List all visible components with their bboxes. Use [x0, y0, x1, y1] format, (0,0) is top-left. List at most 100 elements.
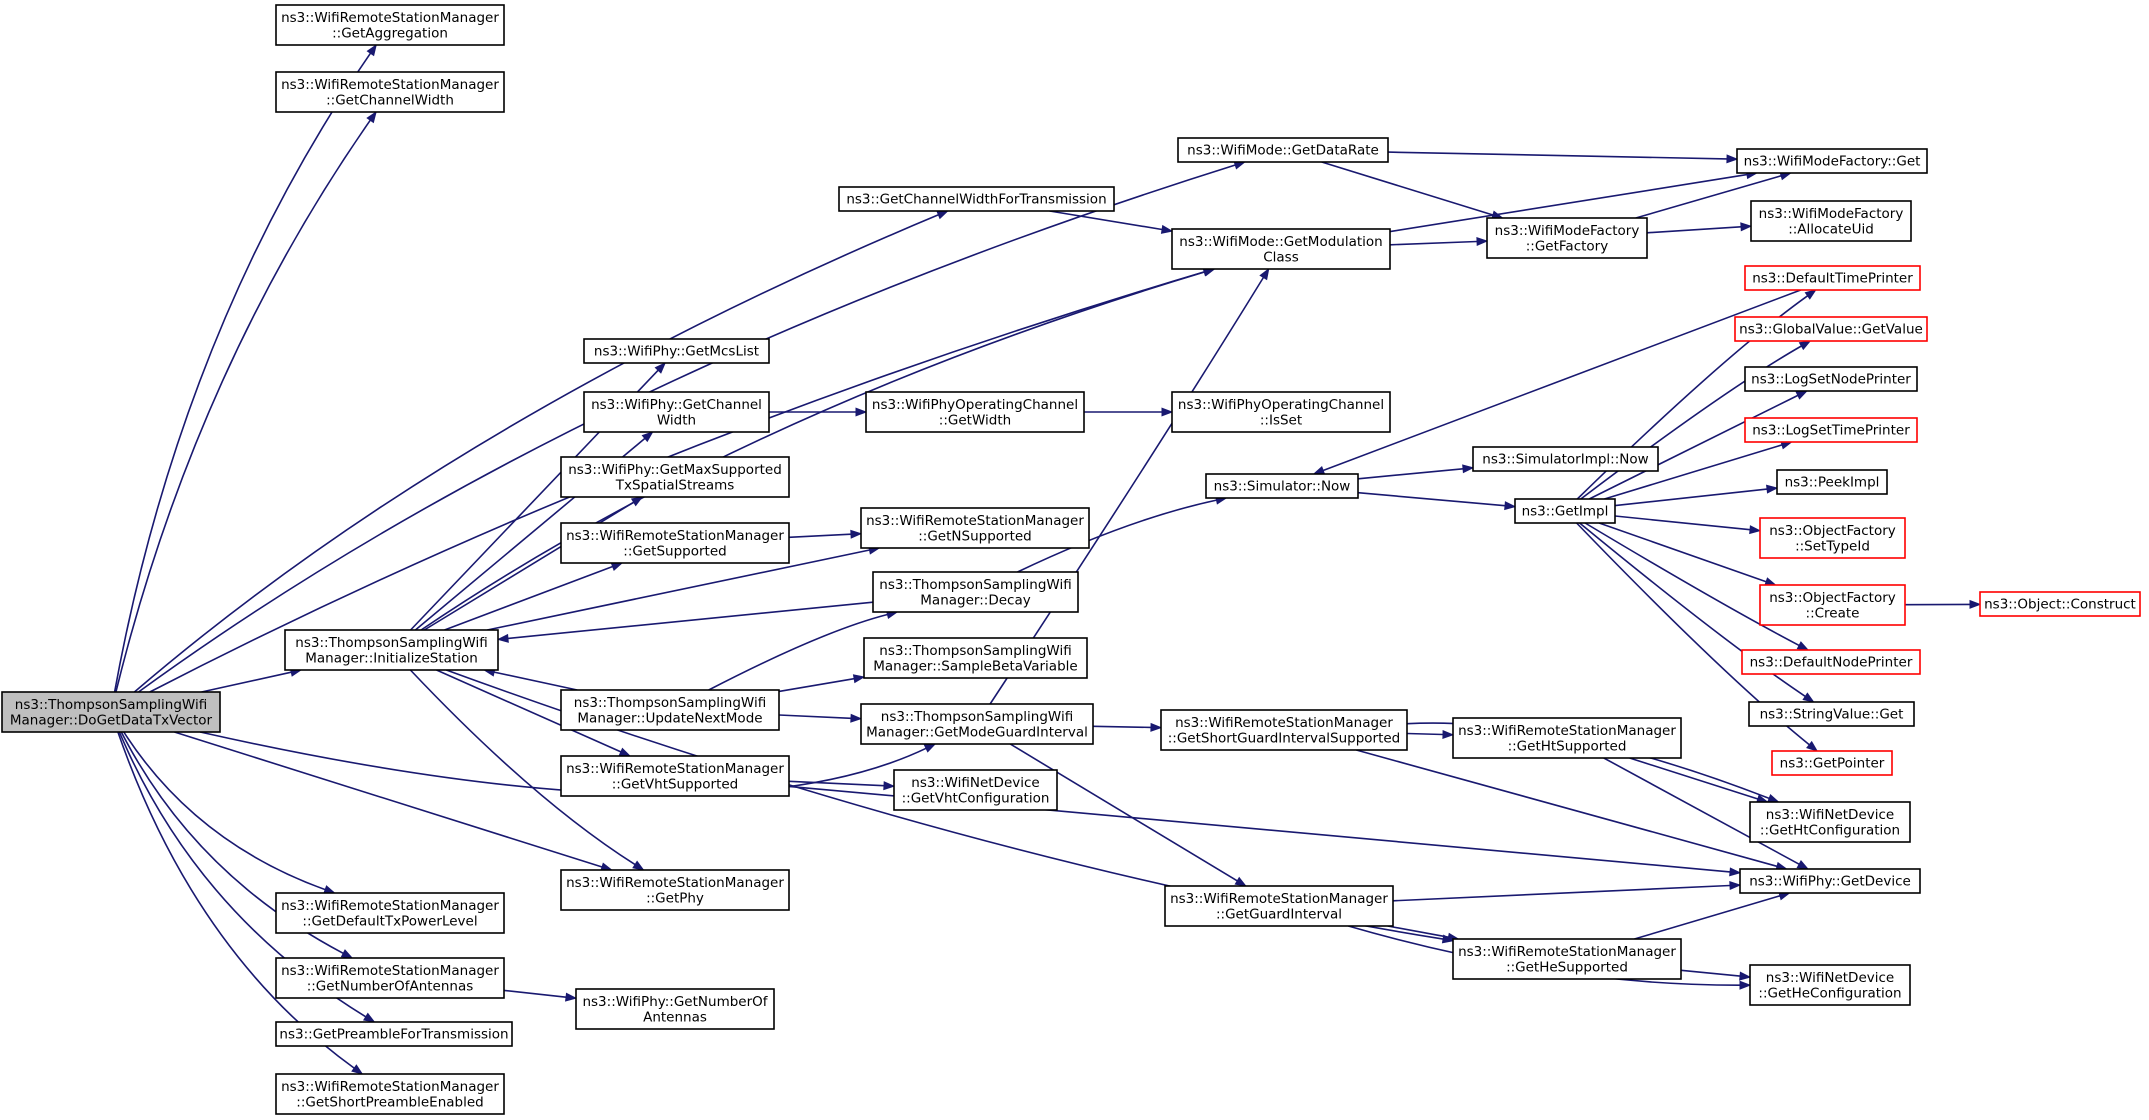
- node-box: [1472, 446, 1659, 472]
- edge-line: [1635, 175, 1782, 219]
- node-getPointer[interactable]: ns3::GetPointer: [1771, 750, 1893, 776]
- node-getAggregation[interactable]: ns3::WifiRemoteStationManager::GetAggreg…: [275, 4, 505, 46]
- node-label-line: ::GetChannelWidth: [326, 92, 454, 108]
- node-label-line: Width: [657, 412, 696, 428]
- node-label-line: ns3::Simulator::Now: [1214, 479, 1351, 495]
- edge-line: [507, 601, 874, 640]
- node-getPreambleForTx[interactable]: ns3::GetPreambleForTransmission: [275, 1021, 513, 1047]
- node-wifiPhyGetChannelWidth[interactable]: ns3::WifiPhy::GetChannelWidth: [583, 391, 770, 433]
- node-getPhy[interactable]: ns3::WifiRemoteStationManager::GetPhy: [560, 869, 790, 911]
- node-getNumberOfAntennas[interactable]: ns3::WifiRemoteStationManager::GetNumber…: [275, 957, 505, 999]
- edge-getModeGuardInterval-to-getGuardInterval: [1009, 743, 1248, 887]
- node-getHtConfiguration[interactable]: ns3::WifiNetDevice::GetHtConfiguration: [1749, 801, 1911, 843]
- node-label-line: ns3::WifiMode::GetDataRate: [1187, 143, 1379, 159]
- edge-line: [1588, 394, 1799, 500]
- node-getChannelWidthRSM[interactable]: ns3::WifiRemoteStationManager::GetChanne…: [275, 71, 505, 113]
- node-getMaxSupportedTxSS[interactable]: ns3::WifiPhy::GetMaxSupportedTxSpatialSt…: [560, 456, 790, 498]
- node-label-line: ::GetSupported: [623, 543, 726, 559]
- node-box: [1486, 217, 1648, 259]
- node-globalValueGetValue[interactable]: ns3::GlobalValue::GetValue: [1734, 316, 1928, 342]
- node-simulatorImplNow[interactable]: ns3::SimulatorImpl::Now: [1472, 446, 1659, 472]
- node-getVhtSupported[interactable]: ns3::WifiRemoteStationManager::GetVhtSup…: [560, 755, 790, 797]
- edge-line: [778, 714, 852, 720]
- edge-arrowhead: [1442, 729, 1455, 740]
- node-getSupported[interactable]: ns3::WifiRemoteStationManager::GetSuppor…: [560, 522, 790, 564]
- node-simulatorNow[interactable]: ns3::Simulator::Now: [1205, 473, 1359, 499]
- node-label-line: Class: [1263, 249, 1299, 265]
- node-objectFactoryCreate[interactable]: ns3::ObjectFactory::Create: [1759, 584, 1906, 626]
- node-label-line: ::GetDefaultTxPowerLevel: [302, 913, 477, 929]
- node-logSetTimePrinter[interactable]: ns3::LogSetTimePrinter: [1744, 417, 1918, 443]
- node-getModeGuardInterval[interactable]: ns3::ThompsonSamplingWifiManager::GetMod…: [860, 703, 1094, 745]
- node-objectConstruct[interactable]: ns3::Object::Construct: [1979, 591, 2141, 617]
- node-logSetNodePrinter[interactable]: ns3::LogSetNodePrinter: [1744, 366, 1918, 392]
- edge-updateNextMode-to-initializeStation: [482, 667, 578, 691]
- edge-simulatorNow-to-simulatorImplNow: [1357, 464, 1475, 480]
- node-box: [1749, 964, 1911, 1006]
- edge-line: [201, 671, 292, 693]
- edge-line: [1603, 757, 1800, 865]
- node-getFactory[interactable]: ns3::WifiModeFactory::GetFactory: [1486, 217, 1648, 259]
- edge-line: [444, 565, 613, 631]
- node-root[interactable]: ns3::ThompsonSamplingWifiManager::DoGetD…: [1, 691, 221, 733]
- node-box: [583, 391, 770, 433]
- node-wifiPhyGetNumberOfAntennas[interactable]: ns3::WifiPhy::GetNumberOfAntennas: [575, 988, 775, 1030]
- node-label-line: ns3::WifiPhy::GetMcsList: [594, 344, 759, 360]
- node-getGuardInterval[interactable]: ns3::WifiRemoteStationManager::GetGuardI…: [1164, 885, 1394, 927]
- node-defaultNodePrinter[interactable]: ns3::DefaultNodePrinter: [1741, 649, 1921, 675]
- node-peekImpl[interactable]: ns3::PeekImpl: [1776, 469, 1888, 495]
- node-defaultTimePrinter[interactable]: ns3::DefaultTimePrinter: [1744, 265, 1921, 291]
- node-getMcsList[interactable]: ns3::WifiPhy::GetMcsList: [583, 338, 770, 364]
- node-label-line: ::GetPhy: [646, 890, 704, 906]
- node-label-line: ::GetHtConfiguration: [1760, 822, 1900, 838]
- node-getHeConfiguration[interactable]: ns3::WifiNetDevice::GetHeConfiguration: [1749, 964, 1911, 1006]
- node-getNSupported[interactable]: ns3::WifiRemoteStationManager::GetNSuppo…: [860, 507, 1090, 549]
- node-initializeStation[interactable]: ns3::ThompsonSamplingWifiManager::Initia…: [284, 629, 499, 671]
- node-stringValueGet[interactable]: ns3::StringValue::Get: [1748, 701, 1915, 727]
- edge-line: [133, 214, 939, 693]
- node-box: [560, 522, 790, 564]
- node-label-line: ns3::WifiNetDevice: [1766, 807, 1894, 823]
- node-getHtSupported[interactable]: ns3::WifiRemoteStationManager::GetHtSupp…: [1452, 717, 1682, 759]
- edge-getSupported-to-getNSupported: [788, 529, 863, 539]
- edge-line: [1357, 468, 1464, 480]
- node-label-line: ns3::WifiPhyOperatingChannel: [872, 397, 1078, 413]
- node-wifiModeFactoryGet[interactable]: ns3::WifiModeFactory::Get: [1736, 148, 1928, 174]
- node-getImpl[interactable]: ns3::GetImpl: [1514, 498, 1616, 524]
- node-getHeSupported[interactable]: ns3::WifiRemoteStationManager::GetHeSupp…: [1452, 938, 1682, 980]
- node-setTypeId[interactable]: ns3::ObjectFactory::SetTypeId: [1759, 517, 1906, 559]
- edge-getDataRate-to-getFactory: [1321, 161, 1504, 220]
- node-box: [1750, 200, 1912, 242]
- edge-arrowhead: [1795, 390, 1809, 400]
- edge-line: [1321, 161, 1494, 216]
- node-getDataRate[interactable]: ns3::WifiMode::GetDataRate: [1177, 137, 1389, 163]
- edge-arrowhead: [1739, 971, 1752, 981]
- node-opChannelGetWidth[interactable]: ns3::WifiPhyOperatingChannel::GetWidth: [865, 391, 1085, 433]
- node-getShortPreambleEnabled[interactable]: ns3::WifiRemoteStationManager::GetShortP…: [275, 1073, 505, 1115]
- edge-arrowhead: [496, 633, 509, 643]
- edge-arrowhead: [852, 674, 866, 684]
- edge-line: [1604, 444, 1783, 500]
- node-label-line: Manager::SampleBetaVariable: [873, 658, 1077, 674]
- edge-line: [1579, 522, 1806, 698]
- node-sampleBetaVariable[interactable]: ns3::ThompsonSamplingWifiManager::Sample…: [863, 637, 1088, 679]
- node-getChWidthForTx[interactable]: ns3::GetChannelWidthForTransmission: [838, 186, 1115, 212]
- node-allocateUid[interactable]: ns3::WifiModeFactory::AllocateUid: [1750, 200, 1912, 242]
- node-updateNextMode[interactable]: ns3::ThompsonSamplingWifiManager::Update…: [560, 689, 780, 731]
- node-label-line: ns3::WifiRemoteStationManager: [1175, 715, 1393, 731]
- node-opChannelIsSet[interactable]: ns3::WifiPhyOperatingChannel::IsSet: [1171, 391, 1391, 433]
- edge-simulatorNow-to-getImpl: [1357, 491, 1517, 511]
- edge-getHeSupported-to-wifiPhyGetDevice: [1634, 891, 1791, 940]
- node-getShortGISupported[interactable]: ns3::WifiRemoteStationManager::GetShortG…: [1160, 709, 1408, 751]
- edge-line: [420, 271, 1206, 631]
- node-box: [1171, 228, 1391, 270]
- node-box: [838, 186, 1115, 212]
- node-box: [1514, 498, 1616, 524]
- node-label-line: ns3::WifiPhy::GetDevice: [1749, 874, 1911, 890]
- node-getDefaultTxPowerLevel[interactable]: ns3::WifiRemoteStationManager::GetDefaul…: [275, 892, 505, 934]
- node-getVhtConfiguration[interactable]: ns3::WifiNetDevice::GetVhtConfiguration: [893, 769, 1058, 811]
- edge-line: [1634, 895, 1781, 940]
- node-wifiPhyGetDevice[interactable]: ns3::WifiPhy::GetDevice: [1739, 868, 1921, 894]
